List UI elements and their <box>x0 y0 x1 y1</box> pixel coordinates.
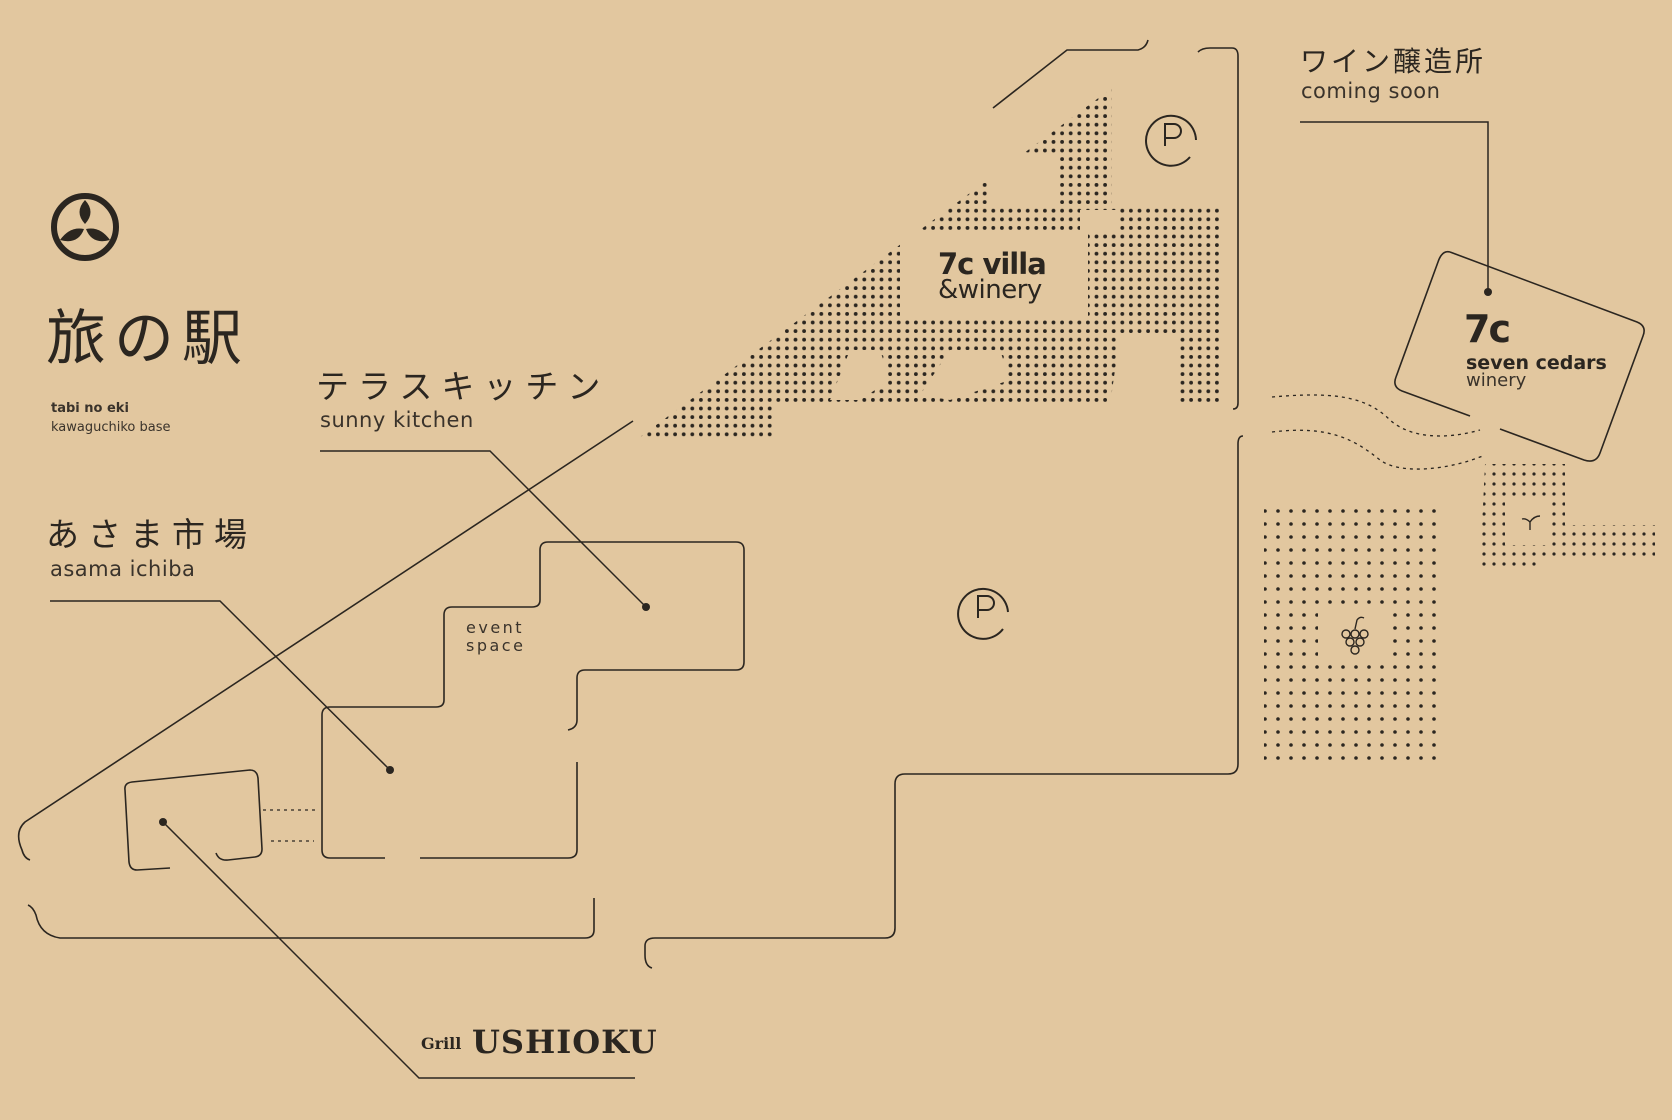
grapes-icon <box>1341 616 1369 655</box>
grill-ushioku-title[interactable]: USHIOKU <box>472 1023 658 1061</box>
villa-title[interactable]: 7c villa <box>938 247 1047 281</box>
terrace-pin <box>642 603 650 611</box>
asama-ichiba-subtitle: asama ichiba <box>50 557 196 581</box>
asama-ichiba-title[interactable]: あさま市場 <box>46 515 256 554</box>
parking-icon <box>957 587 1009 640</box>
winery-title[interactable]: ワイン醸造所 <box>1300 45 1487 78</box>
villa-label-panel <box>900 232 1088 320</box>
triple-leaf-crest-icon <box>51 193 119 261</box>
grill-prefix: Grill <box>421 1034 462 1053</box>
parking-icon <box>1145 114 1197 167</box>
site-title: 旅の駅 <box>46 304 250 374</box>
asama-pin <box>386 766 394 774</box>
winery-subtitle: coming soon <box>1301 79 1441 103</box>
site-subtitle-line1: tabi no eki <box>51 401 129 416</box>
terrace-kitchen-title[interactable]: テラスキッチン <box>316 367 610 406</box>
seven-cedars-name: seven cedars <box>1466 352 1607 374</box>
walking-paths <box>263 394 1486 842</box>
building-outlines <box>17 39 1645 969</box>
sprout-icon <box>1521 515 1541 530</box>
seven-cedars-winery: winery <box>1466 370 1527 391</box>
site-subtitle-line2: kawaguchiko base <box>51 420 171 435</box>
terrace-kitchen-subtitle: sunny kitchen <box>320 408 474 432</box>
seven-cedars-logo[interactable]: 7c <box>1464 307 1511 351</box>
grill-pin <box>159 818 167 826</box>
event-space-label-line2: space <box>466 636 526 655</box>
event-space-label-line1: event <box>466 618 525 637</box>
winery-pin <box>1484 288 1492 296</box>
leader-lines <box>50 121 1489 1079</box>
villa-subtitle: &winery <box>938 275 1042 305</box>
